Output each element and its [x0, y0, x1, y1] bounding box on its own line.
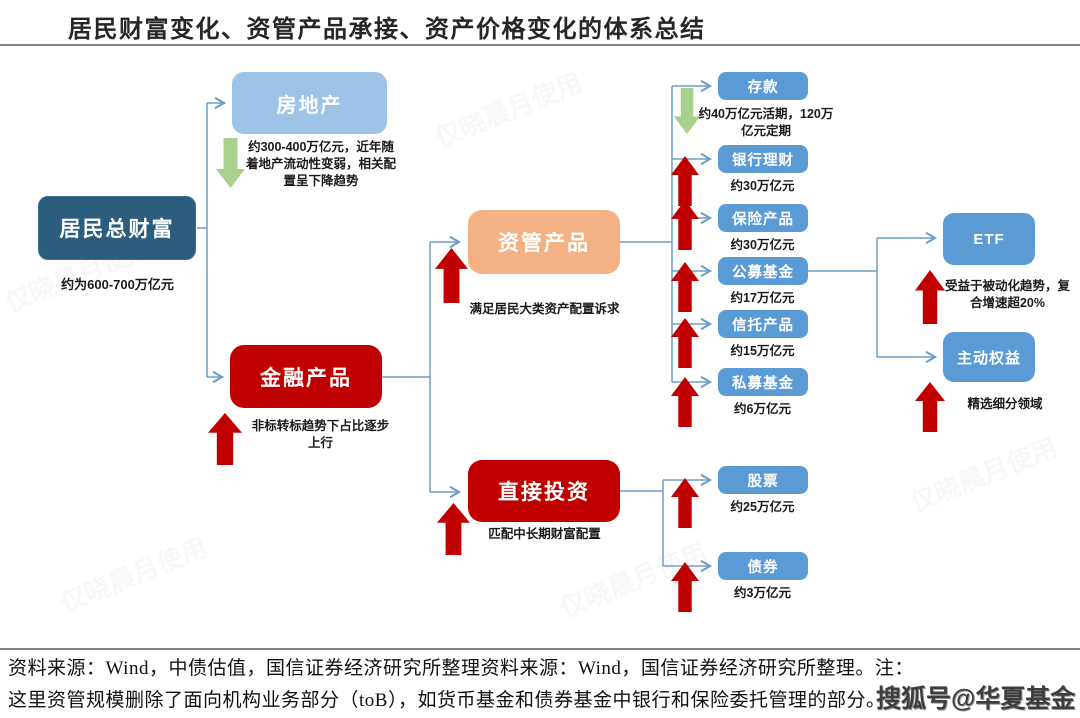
caption-etf: 受益于被动化趋势，复合增速超20%: [945, 279, 1071, 310]
caption-bank-wealth: 约30万亿元: [730, 179, 795, 193]
page-title: 居民财富变化、资管产品承接、资产价格变化的体系总结: [68, 16, 706, 43]
node-label: 直接投资: [498, 481, 590, 504]
node-insurance: 保险产品: [718, 204, 808, 232]
node-asset-mgmt: 资管产品: [468, 210, 620, 274]
node-label: 资管产品: [498, 232, 590, 255]
footer-source-line2: 这里资管规模删除了面向机构业务部分（toB），如货币基金和债券基金中银行和保险委…: [8, 690, 886, 711]
node-direct-invest: 直接投资: [468, 460, 620, 522]
caption-active-equity: 精选细分领域: [967, 397, 1043, 411]
caption-stocks: 约25万亿元: [730, 500, 795, 514]
node-deposits: 存款: [718, 72, 808, 100]
caption-trust: 约15万亿元: [730, 344, 795, 358]
caption-deposits: 约40万亿元活期，120万亿元定期: [698, 107, 834, 138]
node-label: 私募基金: [732, 375, 794, 392]
node-label: 金融产品: [260, 366, 352, 390]
caption-public-funds: 约17万亿元: [730, 291, 795, 305]
caption-asset-mgmt: 满足居民大类资产配置诉求: [469, 302, 620, 316]
node-label: 存款: [747, 79, 779, 96]
footer-divider: [0, 648, 1080, 650]
node-label: ETF: [973, 230, 1005, 248]
caption-real-estate: 约300-400万亿元，近年随着地产流动性变弱，相关配置呈下降趋势: [245, 140, 396, 188]
node-private-funds: 私募基金: [718, 368, 808, 396]
caption-insurance: 约30万亿元: [730, 238, 795, 252]
node-label: 股票: [747, 473, 779, 490]
node-etf: ETF: [943, 213, 1035, 265]
node-label: 主动权益: [956, 349, 1021, 367]
node-trust: 信托产品: [718, 310, 808, 338]
caption-financial-products: 非标转标趋势下占比逐步上行: [251, 419, 390, 450]
title-underline: [0, 44, 1080, 46]
node-label: 公募基金: [732, 264, 794, 281]
node-bank-wealth: 银行理财: [718, 145, 808, 173]
node-label: 房地产: [276, 94, 343, 117]
footer-source-line1: 资料来源：Wind，中债估值，国信证券经济研究所整理资料来源：Wind，国信证券…: [8, 658, 914, 679]
node-bonds: 债券: [718, 552, 808, 580]
node-financial-products: 金融产品: [230, 345, 382, 408]
node-label: 债券: [747, 559, 779, 576]
node-active-equity: 主动权益: [943, 332, 1035, 382]
node-label: 信托产品: [732, 317, 794, 334]
node-real-estate: 房地产: [232, 72, 387, 134]
node-label: 保险产品: [732, 211, 794, 228]
node-label: 银行理财: [732, 152, 794, 169]
sohu-watermark: 搜狐号@华夏基金: [876, 685, 1076, 713]
caption-direct-invest: 匹配中长期财富配置: [488, 527, 601, 541]
node-public-funds: 公募基金: [718, 257, 808, 285]
node-label: 居民总财富: [59, 218, 175, 241]
node-total-wealth: 居民总财富: [38, 196, 196, 260]
node-stocks: 股票: [718, 466, 808, 494]
caption-bonds: 约3万亿元: [734, 586, 791, 600]
caption-private-funds: 约6万亿元: [734, 402, 791, 416]
connector-lines: [197, 79, 938, 573]
caption-total-wealth: 约为600-700万亿元: [61, 277, 174, 292]
